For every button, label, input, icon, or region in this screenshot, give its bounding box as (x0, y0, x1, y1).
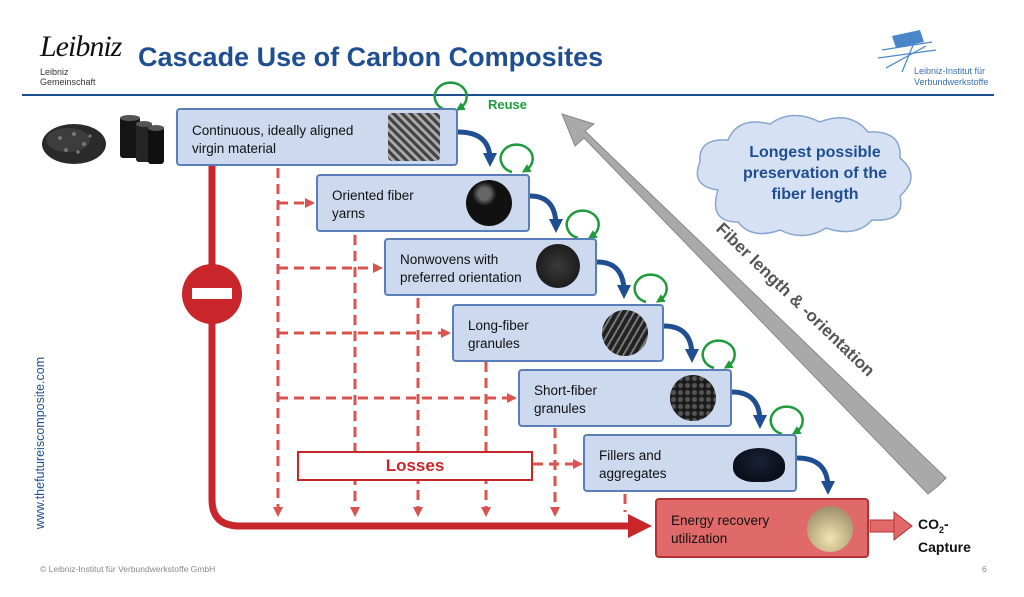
leibniz-logo-wordmark: Leibniz (40, 30, 122, 63)
co2-arrow (869, 510, 913, 542)
ivw-logo-text: Leibniz-Institut für Verbundwerkstoffe (914, 66, 989, 87)
carbon-pellets-image (42, 124, 106, 164)
stage-virgin-material: Continuous, ideally aligned virgin mater… (176, 108, 458, 166)
cloud-shape (696, 114, 912, 237)
carbon-material-samples (42, 115, 164, 164)
leibniz-logo-subtitle: Leibniz Gemeinschaft (40, 67, 96, 87)
stage-energy-recovery: Energy recovery utilization (655, 498, 869, 558)
stage-nonwovens: Nonwovens with preferred orientation (384, 238, 597, 296)
stage-fillers-aggregates: Fillers and aggregates (583, 434, 797, 492)
co2-capture-label: CO2- Capture (918, 516, 971, 556)
cascade-flow-arrows (457, 129, 835, 495)
stage-label: Short-fiber granules (534, 383, 598, 416)
stage-label: Energy recovery utilization (671, 513, 770, 546)
stage-short-fiber-granules: Short-fiber granules (518, 369, 732, 427)
stage-label: Nonwovens with preferred orientation (400, 252, 522, 285)
no-entry-icon (182, 264, 242, 324)
co2-subscript: 2 (939, 524, 945, 535)
sidebar-url: www.thefutureiscomposite.com (33, 356, 47, 530)
filler-powder-image (733, 448, 785, 482)
power-plant-image (807, 506, 853, 552)
nonwoven-mat-image (536, 244, 580, 288)
long-fiber-granules-image (602, 310, 648, 356)
stage-label: Continuous, ideally aligned virgin mater… (192, 123, 354, 156)
woven-fabric-image (388, 113, 440, 161)
yarn-spool-image (466, 180, 512, 226)
stage-oriented-yarns: Oriented fiber yarns (316, 174, 530, 232)
stage-label: Oriented fiber yarns (332, 188, 414, 221)
short-fiber-granules-image (670, 375, 716, 421)
page-title: Cascade Use of Carbon Composites (138, 42, 604, 72)
losses-label: Losses (385, 456, 445, 475)
stage-label: Fillers and aggregates (599, 448, 667, 481)
header-divider (22, 94, 994, 96)
footer-page-number: 6 (982, 564, 987, 574)
fiber-length-diagonal-arrow (561, 113, 947, 495)
direct-to-energy-arrow (208, 166, 652, 538)
cloud-text: Longest possible preservation of the fib… (742, 144, 888, 203)
loss-dashed-horizontals (278, 198, 583, 469)
co2-main: CO (918, 516, 939, 532)
losses-box: Losses (297, 451, 533, 481)
reuse-label: Reuse (488, 97, 528, 112)
co2-rest: - Capture (918, 516, 971, 555)
ivw-logo-icon (877, 30, 937, 73)
stage-long-fiber-granules: Long-fiber granules (452, 304, 664, 362)
reuse-cycle-icons (433, 81, 804, 436)
stage-label: Long-fiber granules (468, 318, 529, 351)
footer-copyright: © Leibniz-Institut für Verbundwerkstoffe… (40, 564, 216, 574)
carbon-spools-image (120, 115, 164, 164)
